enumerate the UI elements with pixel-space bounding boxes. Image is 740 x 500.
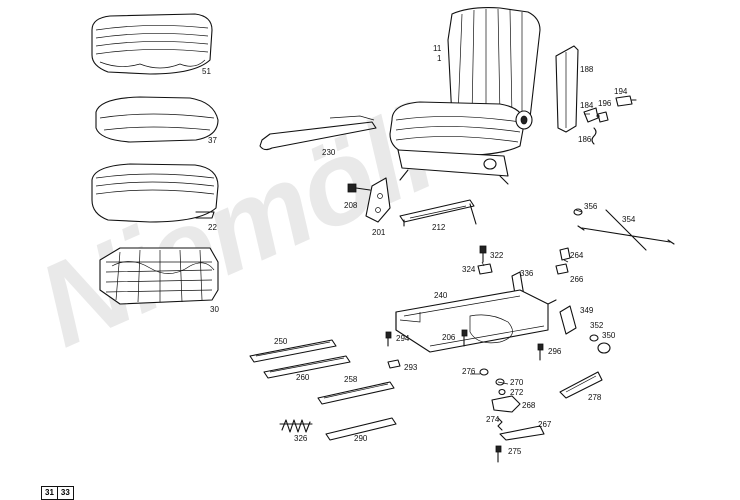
- label-354: 354: [622, 215, 636, 224]
- label-264: 264: [570, 251, 584, 260]
- label-201: 201: [372, 228, 386, 237]
- label-296: 296: [548, 347, 562, 356]
- label-186: 186: [578, 135, 592, 144]
- label-266: 266: [570, 275, 584, 284]
- part-274-spring[interactable]: [497, 417, 503, 431]
- label-206: 206: [442, 333, 456, 342]
- part-206-bolt[interactable]: [461, 329, 468, 347]
- part-352-washer[interactable]: [589, 334, 599, 342]
- part-212-rail[interactable]: [399, 199, 477, 227]
- label-350: 350: [602, 331, 616, 340]
- label-290: 290: [354, 434, 368, 443]
- page-ref-33[interactable]: 33: [56, 487, 73, 499]
- label-184: 184: [580, 101, 594, 110]
- label-208: 208: [344, 201, 358, 210]
- leader-lines: [470, 113, 600, 385]
- label-240: 240: [434, 291, 448, 300]
- label-293: 293: [404, 363, 418, 372]
- part-356-nut[interactable]: [573, 208, 583, 216]
- part-51-seat-cushion[interactable]: [91, 13, 213, 75]
- label-37: 37: [208, 136, 217, 145]
- part-196-pin[interactable]: [597, 111, 609, 123]
- part-326-spring[interactable]: [279, 419, 313, 433]
- label-356: 356: [584, 202, 598, 211]
- part-201-bracket[interactable]: [365, 177, 391, 223]
- part-293-spacer[interactable]: [387, 359, 401, 369]
- part-194-screw[interactable]: [615, 95, 637, 107]
- label-267: 267: [538, 420, 552, 429]
- part-188-trim-panel[interactable]: [555, 45, 579, 133]
- label-1: 1: [437, 54, 442, 63]
- label-260: 260: [296, 373, 310, 382]
- part-268-lever[interactable]: [491, 395, 521, 413]
- label-30: 30: [210, 305, 219, 314]
- part-37-seat-cover[interactable]: [95, 96, 219, 143]
- part-250-rail[interactable]: [249, 339, 337, 363]
- label-230: 230: [322, 148, 336, 157]
- label-270: 270: [510, 378, 524, 387]
- label-250: 250: [274, 337, 288, 346]
- part-278-handle[interactable]: [559, 371, 603, 399]
- label-324: 324: [462, 265, 476, 274]
- label-349: 349: [580, 306, 594, 315]
- part-186-spring[interactable]: [591, 127, 597, 145]
- part-266-block[interactable]: [555, 263, 569, 275]
- part-260-rail[interactable]: [263, 355, 351, 379]
- label-51: 51: [202, 67, 211, 76]
- part-270-washer[interactable]: [495, 378, 505, 386]
- label-11: 11: [433, 44, 442, 53]
- part-230-lever[interactable]: [259, 115, 377, 151]
- label-268: 268: [522, 401, 536, 410]
- part-324-nut[interactable]: [477, 263, 493, 275]
- label-274: 274: [486, 415, 500, 424]
- part-272-spacer[interactable]: [498, 388, 506, 396]
- label-212: 212: [432, 223, 446, 232]
- part-294-bolt[interactable]: [385, 331, 392, 347]
- part-350-knob[interactable]: [597, 342, 611, 354]
- label-336: 336: [520, 269, 534, 278]
- part-1-complete-seat[interactable]: [389, 7, 541, 185]
- part-275-bolt[interactable]: [495, 445, 502, 463]
- label-278: 278: [588, 393, 602, 402]
- part-208-bolt[interactable]: [347, 183, 371, 193]
- part-354-rod[interactable]: [577, 209, 675, 251]
- label-276: 276: [462, 367, 476, 376]
- part-267-plate[interactable]: [499, 425, 545, 441]
- part-276-nut[interactable]: [479, 368, 489, 376]
- label-275: 275: [508, 447, 522, 456]
- label-272: 272: [510, 388, 524, 397]
- part-290-rail[interactable]: [325, 417, 397, 441]
- page-ref-31[interactable]: 31: [45, 488, 54, 497]
- label-22: 22: [208, 223, 217, 232]
- label-188: 188: [580, 65, 594, 74]
- part-322-bolt[interactable]: [479, 245, 487, 263]
- label-294: 294: [396, 334, 410, 343]
- part-264-clip[interactable]: [559, 247, 571, 261]
- part-22-seat-padding[interactable]: [91, 163, 219, 223]
- label-352: 352: [590, 321, 604, 330]
- page-reference-box: 31 33: [41, 486, 74, 500]
- label-194: 194: [614, 87, 628, 96]
- label-196: 196: [598, 99, 612, 108]
- label-322: 322: [490, 251, 504, 260]
- part-258-rail[interactable]: [317, 381, 395, 405]
- part-30-spring-frame[interactable]: [99, 247, 219, 305]
- label-258: 258: [344, 375, 358, 384]
- part-184-clip[interactable]: [583, 107, 599, 123]
- part-349-bracket[interactable]: [559, 305, 577, 335]
- label-326: 326: [294, 434, 308, 443]
- part-296-bolt[interactable]: [537, 343, 544, 361]
- part-240-seat-frame[interactable]: [395, 289, 557, 353]
